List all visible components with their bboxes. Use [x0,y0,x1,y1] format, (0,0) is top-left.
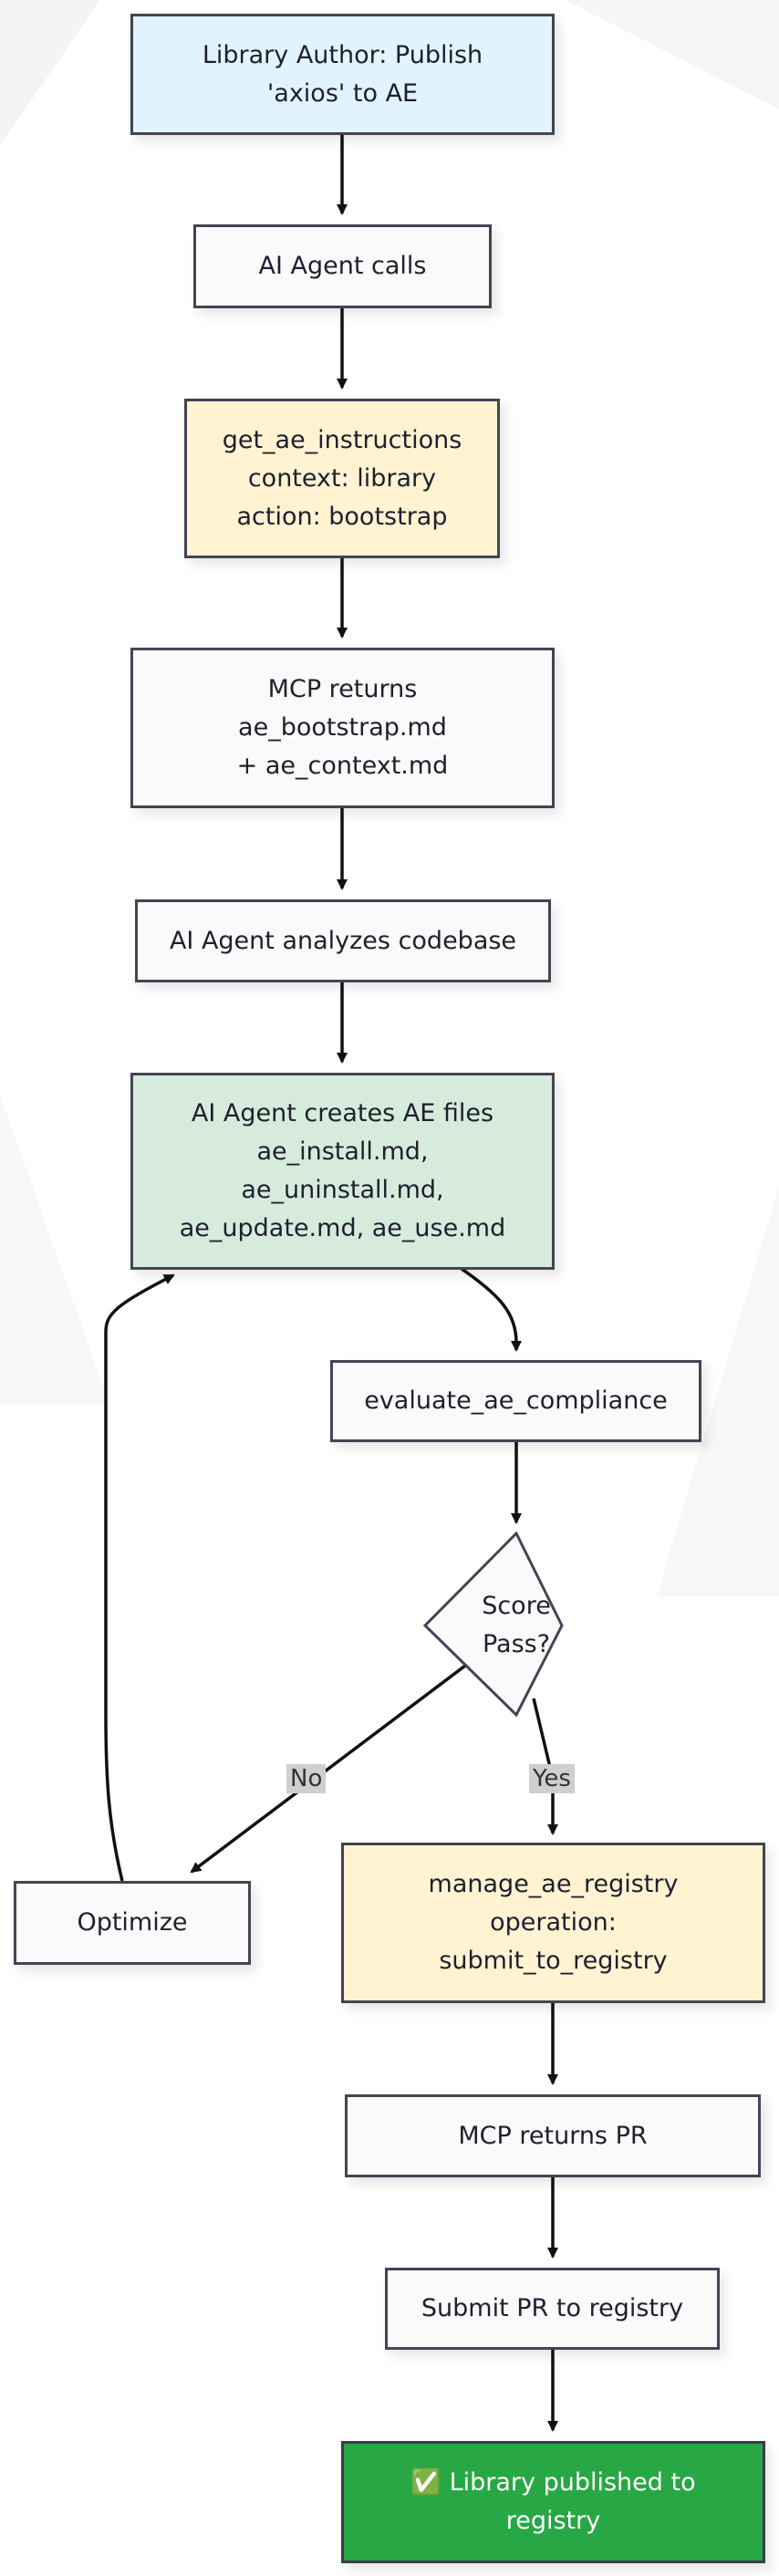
edge-optimize-to-creates [104,1273,175,1882]
score-node-label: Score Pass? [482,1592,551,1658]
agent-calls-node: AI Agent calls [193,224,492,308]
edge-label-yes: Yes [529,1764,575,1793]
published-node: ✅ Library published to registry [341,2441,765,2563]
mcp-returns-node: MCP returns ae_bootstrap.md + ae_context… [130,648,555,808]
manage-registry-node: manage_ae_registry operation: submit_to_… [341,1843,765,2003]
optimize-node: Optimize [14,1881,251,1965]
edge-label-no: No [286,1764,327,1793]
edge-score-to-optimize [190,1664,467,1874]
publish-node: Library Author: Publish 'axios' to AE [130,14,555,135]
mcp-returns-pr-node: MCP returns PR [345,2094,761,2177]
creates-node: AI Agent creates AE files ae_install.md,… [130,1073,555,1270]
edge-creates-to-evaluate [461,1267,522,1352]
analyzes-node: AI Agent analyzes codebase [135,899,551,982]
get-instructions-node: get_ae_instructions context: library act… [184,399,500,558]
score-diamond [422,1531,564,1718]
submit-pr-node: Submit PR to registry [385,2268,720,2350]
evaluate-node: evaluate_ae_compliance [330,1360,701,1442]
